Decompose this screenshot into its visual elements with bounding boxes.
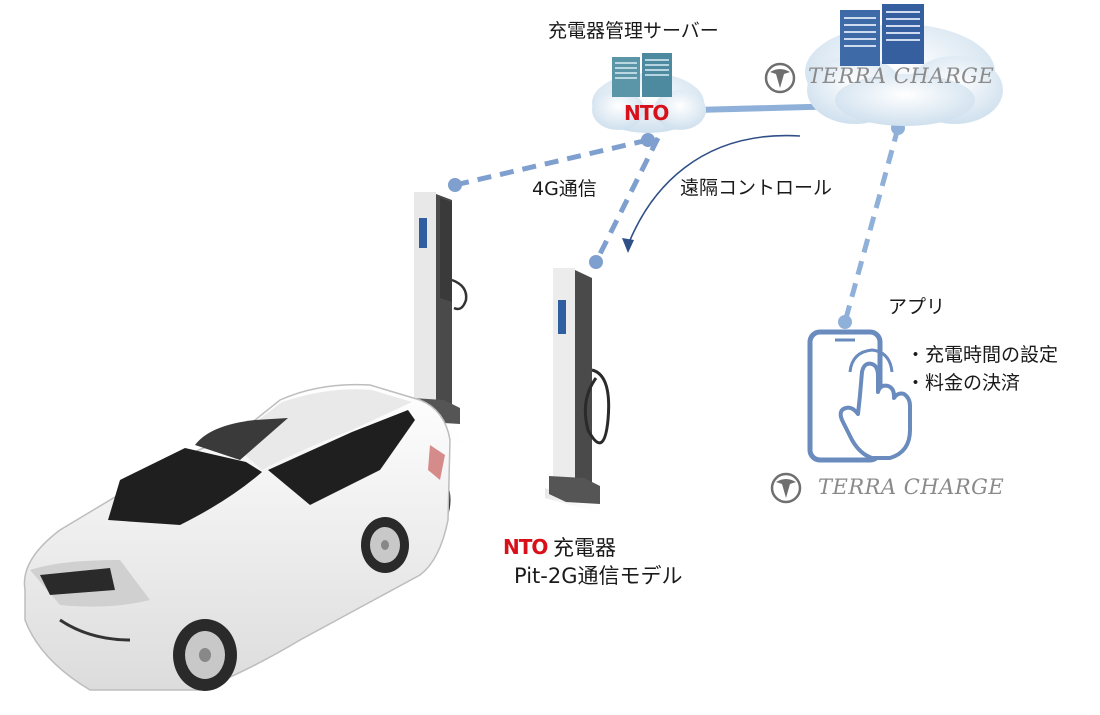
terra-logo-icon — [770, 472, 802, 504]
remote-control-arrow — [622, 134, 801, 253]
link-terra-to-app — [842, 127, 901, 323]
link-4g-label: 4G通信 — [532, 178, 597, 200]
charger-name: 充電器 — [553, 536, 616, 560]
terra-logo-icon — [764, 62, 796, 94]
link-node — [641, 133, 655, 147]
charger-right — [545, 268, 611, 516]
nto-logo-server: NTO — [624, 101, 669, 125]
charger-model: Pit-2G通信モデル — [514, 564, 683, 588]
electric-car-illustration — [23, 383, 451, 691]
link-node — [448, 178, 462, 192]
connection-lines — [448, 97, 905, 329]
terra-charge-brand-app: TERRA CHARGE — [818, 475, 1005, 499]
remote-control-label: 遠隔コントロール — [680, 177, 833, 199]
server-rack-icon — [840, 4, 924, 66]
link-server-to-charger-right — [593, 136, 661, 264]
hand-touch-icon — [838, 348, 912, 460]
terra-charge-brand-top: TERRA CHARGE — [808, 64, 995, 88]
nto-server-cloud — [592, 53, 706, 133]
app-feature: ・料金の決済 — [906, 372, 1021, 394]
terra-charge-cloud — [764, 4, 1003, 126]
smartphone-app-icon — [807, 329, 912, 463]
server-rack-icon — [612, 53, 672, 97]
link-node — [589, 255, 603, 269]
link-node — [838, 315, 852, 329]
server-label: 充電器管理サーバー — [548, 20, 719, 42]
link-server-to-charger-left — [454, 137, 649, 188]
nto-logo-charger: NTO — [503, 535, 548, 559]
app-feature: ・充電時間の設定 — [906, 344, 1059, 366]
app-title: アプリ — [888, 296, 946, 318]
